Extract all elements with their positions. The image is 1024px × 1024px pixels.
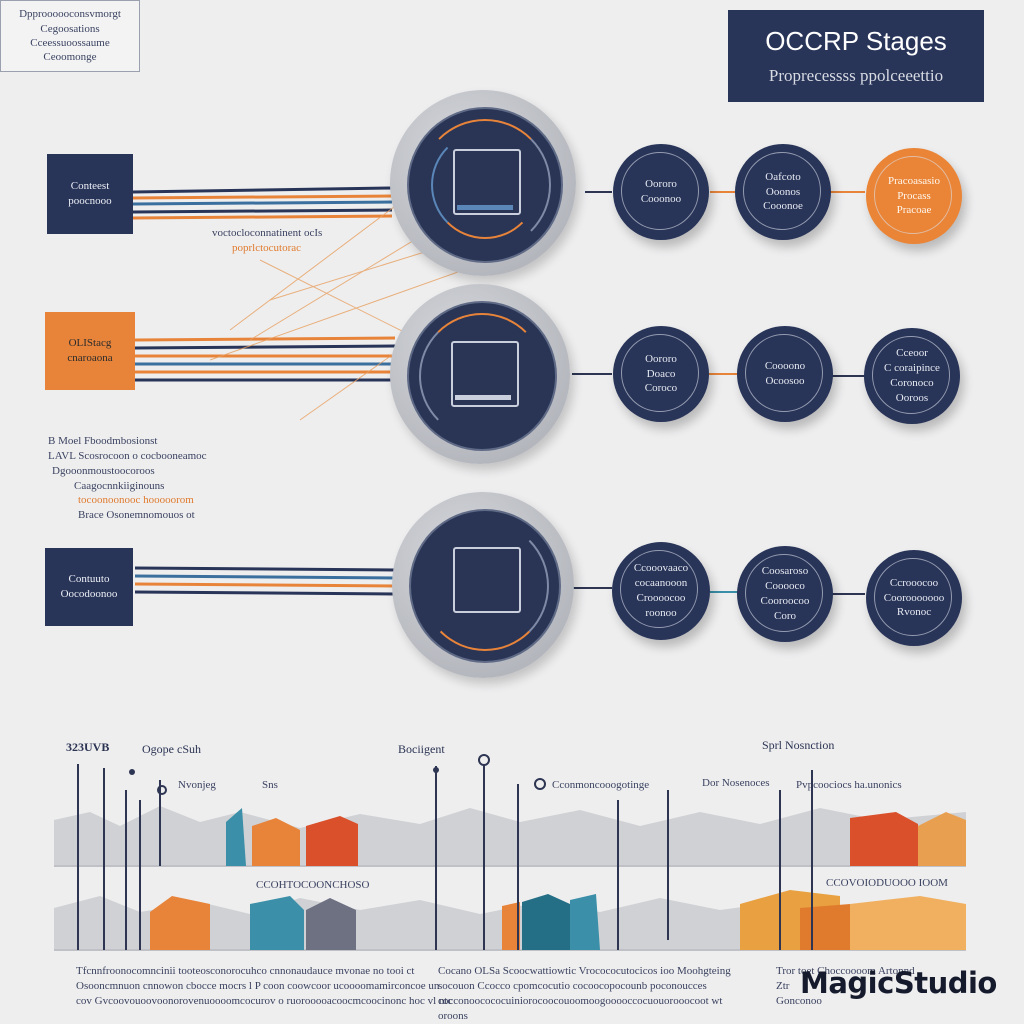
brand-watermark: MagicStudio <box>800 966 997 1000</box>
timeline-right-label: CCOVOIODUOOO IOOM <box>826 877 948 889</box>
footer-line: Ztr <box>776 979 790 992</box>
side-note-line: B Moel Fboodmbosionst <box>48 435 158 447</box>
row-1-caption: voctocloconnatinent ocIs poprlctocutorac <box>212 226 322 256</box>
side-notes: B Moel Fboodmbosionst LAVL Scosrocoon o … <box>48 434 207 523</box>
stage-label-box-1: Conteest poocnooo <box>47 154 133 234</box>
footer-line: Cocano OLSa Scoocwattiowtic Vrocococutoc… <box>438 965 731 977</box>
legend-line: Ceoomonge <box>43 51 97 64</box>
footer-line: cov Gvcoovouoovoonorovenuoooomcocurov o … <box>76 994 453 1007</box>
footer-col-3: Tror toet Choccoooom Artonnd Ztr Goncono… <box>776 964 915 1009</box>
stage-label-line: poocnooo <box>68 195 112 207</box>
timeline-tag: Pvpcoociocs ha.unonics <box>796 779 902 791</box>
processor-hub-3 <box>392 492 574 678</box>
footer-col-2: Cocano OLSa Scoocwattiowtic Vrocococutoc… <box>438 964 731 1023</box>
footer-line: Tfcnnfroonocomncinii tooteosconorocuhco … <box>76 965 415 977</box>
footer-line: Gonconoo <box>776 994 822 1007</box>
side-note-line: Caagocnnkiiginouns <box>74 479 165 492</box>
footer-line: Tror toet Choccoooom Artonnd <box>776 965 915 977</box>
side-note-line: Dgooonmoustoocoroos <box>52 464 155 477</box>
page-subtitle: Proprecessss ppolceeettio <box>768 66 944 86</box>
stage-label-line: Conteest <box>70 180 110 193</box>
timeline-tag: Sns <box>262 779 278 791</box>
stage-label-line: Oocodoonoo <box>60 588 118 600</box>
stage-label-box-2: OLIStacg cnaroaona <box>45 312 135 390</box>
caption-line: poprlctocutorac <box>232 241 302 254</box>
stage-label-line: OLIStacg <box>68 337 112 350</box>
caption-line: voctocloconnatinent ocIs <box>212 227 323 239</box>
legend-line: Dpproooooconsvmorgt <box>19 8 121 21</box>
side-note-line: Brace Osonemnomouos ot <box>78 509 195 522</box>
stage-label-line: cnaroaona <box>67 352 113 364</box>
legend-line: Cceessuoossaume <box>30 37 110 49</box>
footer-line: cocconoocococuiniorocoocouoomoogooooccoc… <box>438 994 723 1007</box>
title-box: OCCRP Stages Proprecessss ppolceeettio <box>728 10 984 102</box>
footer-col-1: Tfcnnfroonocomncinii tooteosconorocuhco … <box>76 964 452 1009</box>
footer-line: socouon Ccocco cpomcocutio cocoocopocoun… <box>438 979 707 992</box>
page-title: OCCRP Stages <box>765 25 947 56</box>
timeline-tag: Cconmoncooogotinge <box>552 779 650 791</box>
timeline-tag: Nvonjeg <box>178 779 216 791</box>
legend-line: Cegoosations <box>40 22 100 35</box>
timeline-tag: Dor Nosenoces <box>702 777 770 789</box>
timeline-header: Sprl Nosnction <box>762 738 835 752</box>
timeline-header: Ogope cSuh <box>142 742 201 756</box>
side-note-line: LAVL Scosrocoon o cocbooneamoc <box>48 449 207 462</box>
legend-box: Dpproooooconsvmorgt Cegoosations Cceessu… <box>0 0 140 72</box>
timeline-mid-label: CCOHTOCOONCHOSO <box>256 879 370 891</box>
processor-hub-2 <box>390 284 570 464</box>
footer-line: Osooncmnuon cnnowon cbocce mocrs l P coo… <box>76 979 440 992</box>
timeline-header: Bociigent <box>398 742 445 756</box>
stage-label-line: Contuuto <box>68 573 110 586</box>
timeline-header: 323UVB <box>66 740 110 754</box>
footer-line: oroons <box>438 1009 468 1022</box>
stage-label-box-3: Contuuto Oocodoonoo <box>45 548 133 626</box>
processor-hub-1 <box>390 90 576 276</box>
side-note-line: tocoonoonooc hooooorom <box>78 494 194 507</box>
